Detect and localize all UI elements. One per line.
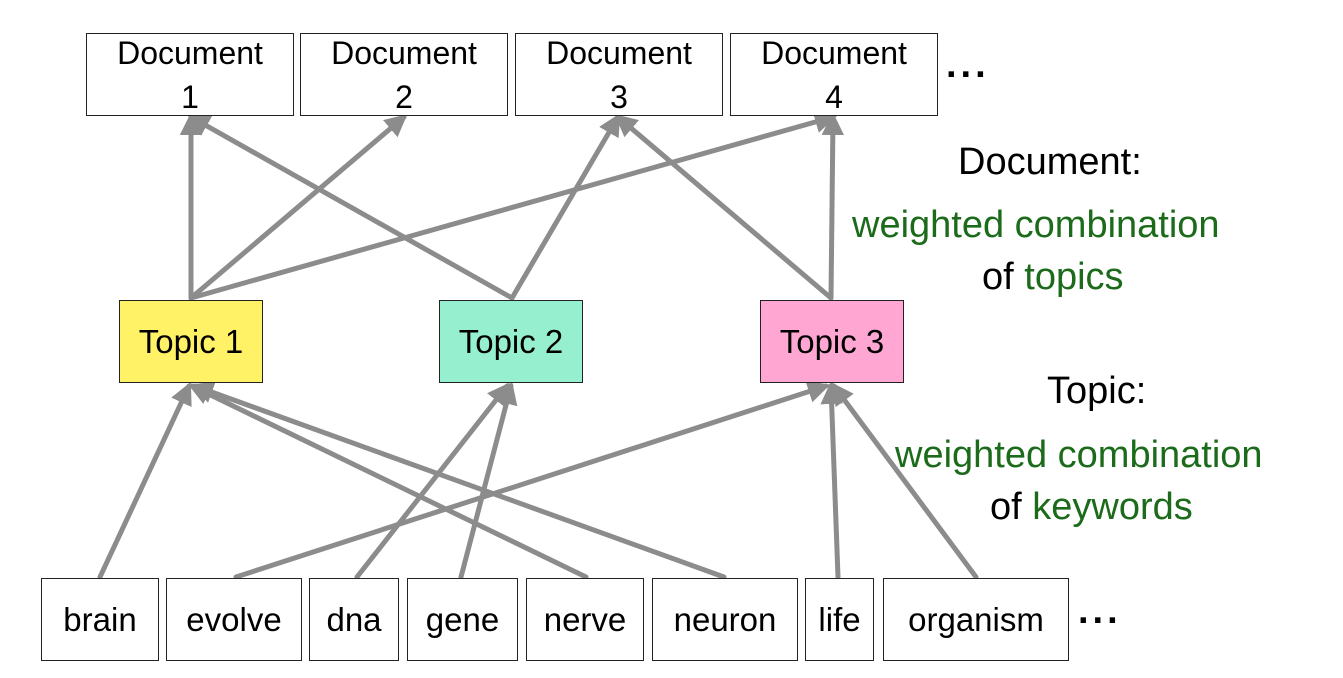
arrow-topic-3-to-document-4 [821, 112, 845, 301]
topic-definition-line1: weighted combination [895, 434, 1263, 476]
document-box-2: Document 2 [300, 33, 508, 116]
keyword-box-dna: dna [309, 578, 399, 661]
documents-ellipsis: ... [946, 44, 990, 86]
document-definition-line2: of topics [982, 252, 1124, 302]
topic-definition-heading: Topic: [1047, 370, 1147, 412]
document-number: 1 [181, 78, 199, 115]
arrow-topic-3-to-document-3 [614, 114, 834, 301]
keyword-label: life [818, 600, 861, 638]
arrow-topic-1-to-document-2 [188, 114, 408, 301]
document-number: 2 [395, 78, 413, 115]
arrow-evolve-to-topic-3 [233, 380, 831, 580]
topic-definition-prefix: of [990, 486, 1022, 528]
keyword-label: nerve [543, 600, 627, 638]
keyword-box-brain: brain [41, 578, 159, 661]
topic-definition-line2: of keywords [990, 482, 1193, 532]
document-box-4: Document 4 [730, 33, 938, 116]
document-label: Document [117, 34, 263, 71]
document-number: 4 [825, 78, 843, 115]
keyword-label: organism [908, 600, 1044, 638]
arrow-dna-to-topic-2 [354, 382, 510, 580]
document-box-1: Document 1 [86, 33, 294, 116]
keyword-label: gene [425, 600, 500, 638]
keyword-label: dna [326, 600, 382, 638]
topic-label: Topic 3 [779, 322, 885, 360]
keyword-label: evolve [186, 600, 282, 638]
arrow-life-to-topic-3 [820, 381, 843, 580]
document-label: Document [546, 34, 692, 71]
document-box-3: Document 3 [515, 33, 723, 116]
keyword-label: brain [63, 600, 137, 638]
document-definition-highlight: topics [1024, 256, 1124, 298]
keyword-box-neuron: neuron [652, 578, 798, 661]
keyword-label: neuron [673, 600, 777, 638]
arrow-gene-to-topic-2 [458, 381, 518, 580]
topic-label: Topic 2 [458, 322, 564, 360]
topic-box-1: Topic 1 [119, 300, 263, 383]
arrow-brain-to-topic-1 [97, 381, 192, 580]
document-definition-prefix: of [982, 256, 1014, 298]
keywords-ellipsis: ... [1078, 590, 1122, 632]
topic-box-2: Topic 2 [439, 300, 583, 383]
topic-box-3: Topic 3 [760, 300, 904, 383]
keyword-box-organism: organism [883, 578, 1069, 661]
arrow-neuron-to-topic-1 [190, 381, 727, 580]
topic-label: Topic 1 [138, 322, 244, 360]
document-definition-line1: weighted combination [852, 204, 1220, 246]
document-number: 3 [610, 78, 628, 115]
keyword-box-nerve: nerve [526, 578, 644, 661]
topic-definition-highlight: keywords [1032, 486, 1193, 528]
arrow-topic-2-to-document-3 [509, 113, 621, 301]
document-definition-heading: Document: [958, 141, 1142, 183]
document-label: Document [761, 34, 907, 71]
arrow-topic-2-to-document-1 [187, 114, 515, 301]
arrow-organism-to-topic-3 [831, 382, 979, 580]
document-label: Document [331, 34, 477, 71]
arrow-topic-1-to-document-4 [188, 111, 838, 301]
keyword-box-gene: gene [407, 578, 518, 661]
keyword-box-evolve: evolve [166, 578, 302, 661]
keyword-box-life: life [805, 578, 874, 661]
arrow-nerve-to-topic-1 [187, 383, 589, 580]
